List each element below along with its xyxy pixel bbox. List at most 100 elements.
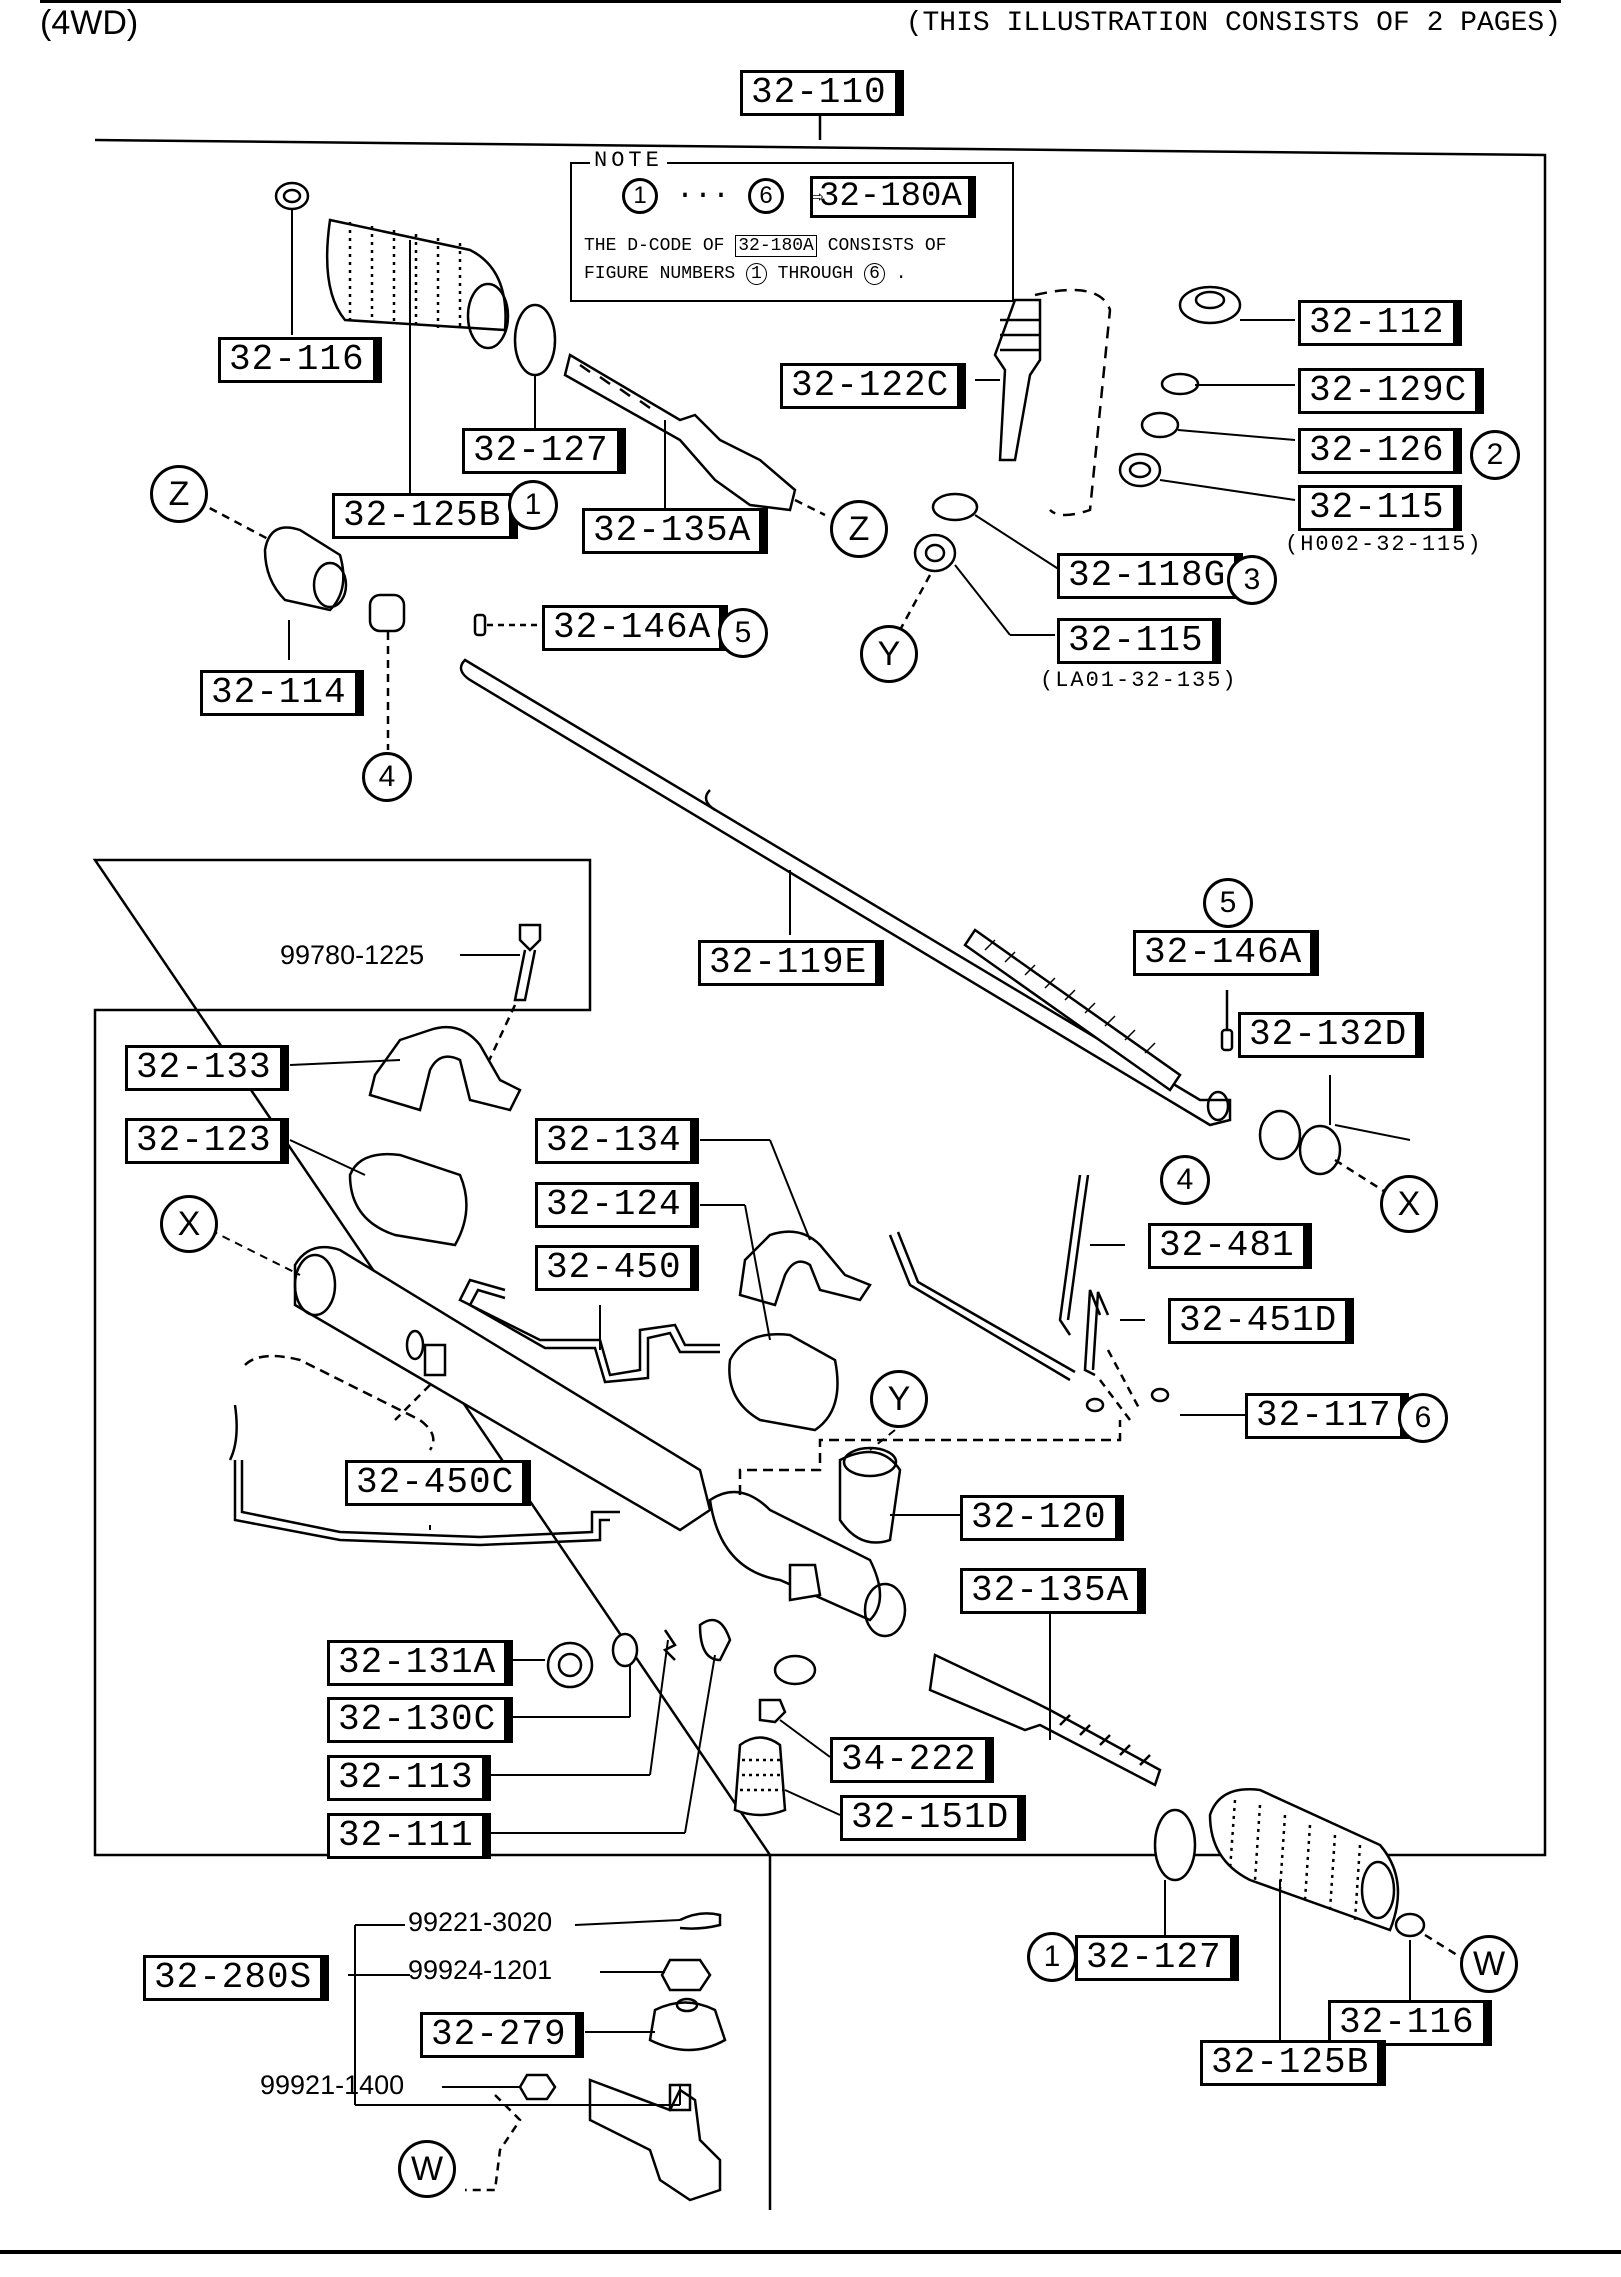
note-line-2-a: THE D-CODE OF — [584, 236, 725, 256]
nut-32-130C-shape — [611, 1632, 639, 1668]
circlip-32-129C-shape — [1160, 372, 1200, 396]
oring-32-117-b-shape — [1150, 1387, 1170, 1403]
boot-bottom-shape — [1208, 1788, 1400, 1932]
part-label-32-115-mid[interactable]: 32-115 — [1057, 618, 1221, 664]
part-label-32-116-bot[interactable]: 32-116 — [1328, 2000, 1492, 2046]
part-label-32-450[interactable]: 32-450 — [535, 1245, 699, 1291]
part-label-32-122C[interactable]: 32-122C — [780, 363, 967, 409]
part-label-32-116-top[interactable]: 32-116 — [218, 337, 382, 383]
part-label-32-126[interactable]: 32-126 — [1298, 428, 1462, 474]
part-label-32-127-bot[interactable]: 32-127 — [1075, 1935, 1239, 1981]
seal-32-112-shape — [1178, 285, 1242, 325]
fitting-32-451D-shape — [1083, 1289, 1110, 1377]
part-label-32-280S[interactable]: 32-280S — [143, 1955, 330, 2001]
note-line-3-b: THROUGH — [777, 264, 854, 284]
part-label-32-123[interactable]: 32-123 — [125, 1118, 289, 1164]
pinion-shaft-shape — [993, 288, 1112, 517]
part-label-32-450C[interactable]: 32-450C — [345, 1460, 532, 1506]
part-label-32-146A-mid[interactable]: 32-146A — [1133, 930, 1320, 976]
callout-4-top: 4 — [362, 752, 412, 802]
part-label-32-279[interactable]: 32-279 — [420, 2012, 584, 2058]
header-page-note: (THIS ILLUSTRATION CONSISTS OF 2 PAGES) — [905, 8, 1561, 39]
tie-rod-top-shape — [563, 353, 826, 517]
part-label-34-222[interactable]: 34-222 — [830, 1737, 994, 1783]
note-box: NOTE 1 ··· 6 ⇨ 32-180A THE D-CODE OF 32-… — [570, 148, 1014, 302]
part-label-32-113[interactable]: 32-113 — [327, 1755, 491, 1801]
clamp-bottom-shape — [1394, 1912, 1426, 1938]
part-label-32-481[interactable]: 32-481 — [1148, 1223, 1312, 1269]
note-line-2-b: CONSISTS OF — [827, 236, 947, 256]
part-label-32-146A-top[interactable]: 32-146A — [542, 605, 729, 651]
part-label-32-134[interactable]: 32-134 — [535, 1118, 699, 1164]
cotter-pin-shape — [679, 1912, 722, 1930]
ring-32-126-shape — [1140, 411, 1180, 439]
part-label-99921-1400[interactable]: 99921-1400 — [260, 2070, 405, 2100]
part-label-32-118G[interactable]: 32-118G — [1057, 553, 1244, 599]
callout-5-mid: 5 — [1203, 878, 1253, 928]
bolt-99780-shape — [478, 923, 542, 1081]
part-label-99924-1201[interactable]: 99924-1201 — [408, 1955, 553, 1985]
oring-32-117-a-shape — [1085, 1397, 1105, 1413]
yoke-32-111-shape — [698, 1618, 732, 1662]
part-label-99221-3020[interactable]: 99221-3020 — [408, 1907, 553, 1937]
part-label-32-115-top[interactable]: 32-115 — [1298, 485, 1462, 531]
note-line-3: FIGURE NUMBERS 1 THROUGH 6 . — [584, 263, 907, 285]
oring-32-127-bot-shape — [1153, 1808, 1197, 1882]
boot-z-shape — [184, 493, 348, 612]
bracket-32-133-shape — [368, 1025, 522, 1112]
part-label-32-120[interactable]: 32-120 — [960, 1495, 1124, 1541]
clamp-top-left-shape — [274, 181, 310, 211]
note-range: 1 ··· 6 ⇨ — [622, 178, 831, 214]
bearing-32-115-mid-shape — [913, 533, 957, 573]
part-label-32-135A-top[interactable]: 32-135A — [582, 508, 769, 554]
callout-W-left: W — [398, 2140, 456, 2198]
dust-boot-32-279-shape — [648, 2001, 727, 2052]
callout-Z-left: Z — [150, 465, 208, 523]
part-label-32-125B-top[interactable]: 32-125B — [332, 493, 519, 539]
callout-Y-top: Y — [860, 625, 918, 683]
top-rule — [40, 0, 1561, 3]
part-label-32-151D[interactable]: 32-151D — [840, 1795, 1027, 1841]
part-label-32-130C[interactable]: 32-130C — [327, 1697, 514, 1743]
part-label-32-132D[interactable]: 32-132D — [1238, 1012, 1425, 1058]
plug-32-131A-shape — [546, 1641, 594, 1689]
note-line-3-end: . — [895, 264, 907, 284]
pipe-32-450-shape — [458, 1278, 720, 1377]
part-label-32-111[interactable]: 32-111 — [327, 1813, 491, 1859]
callout-4-mid: 4 — [1160, 1155, 1210, 1205]
callout-X-left: X — [160, 1195, 218, 1253]
part-label-32-129C[interactable]: 32-129C — [1298, 368, 1485, 414]
bushing-32-124-shape — [728, 1333, 839, 1432]
part-label-32-125B-bot[interactable]: 32-125B — [1200, 2040, 1387, 2086]
part-label-32-117[interactable]: 32-117 — [1245, 1393, 1409, 1439]
part-label-32-119E[interactable]: 32-119E — [698, 940, 885, 986]
note-code-box: 32-180A — [810, 176, 976, 218]
callout-3: 3 — [1227, 555, 1277, 605]
header-drive-type: (4WD) — [40, 4, 139, 42]
bushing-32-123-shape — [348, 1152, 468, 1247]
note-line-3-circle-2: 6 — [864, 263, 885, 285]
part-label-99780-1225[interactable]: 99780-1225 — [280, 940, 425, 970]
bushing-4-mid-shape — [1258, 1109, 1302, 1161]
oring-top-shape — [513, 303, 557, 377]
note-line-3-a: FIGURE NUMBERS — [584, 264, 736, 284]
part-label-32-135A-bot[interactable]: 32-135A — [960, 1568, 1147, 1614]
part-label-32-112[interactable]: 32-112 — [1298, 300, 1462, 346]
note-arrow: ⇨ — [810, 185, 824, 210]
part-label-32-110[interactable]: 32-110 — [740, 70, 904, 116]
callout-1-bot: 1 — [1027, 1932, 1077, 1982]
nut-34-222-shape — [758, 1698, 787, 1724]
part-label-32-124[interactable]: 32-124 — [535, 1182, 699, 1228]
bearing-lower-shape — [773, 1654, 817, 1686]
bushing-32-132D-shape — [1298, 1124, 1342, 1176]
nut-99921-shape — [518, 2073, 557, 2101]
part-label-32-451D[interactable]: 32-451D — [1168, 1298, 1355, 1344]
part-sub-32-115-top: (H002-32-115) — [1285, 532, 1483, 557]
part-label-32-127-top[interactable]: 32-127 — [462, 428, 626, 474]
note-line-2-box: 32-180A — [735, 235, 817, 257]
part-label-32-114[interactable]: 32-114 — [200, 670, 364, 716]
part-label-32-133[interactable]: 32-133 — [125, 1045, 289, 1091]
part-label-32-131A[interactable]: 32-131A — [327, 1640, 514, 1686]
